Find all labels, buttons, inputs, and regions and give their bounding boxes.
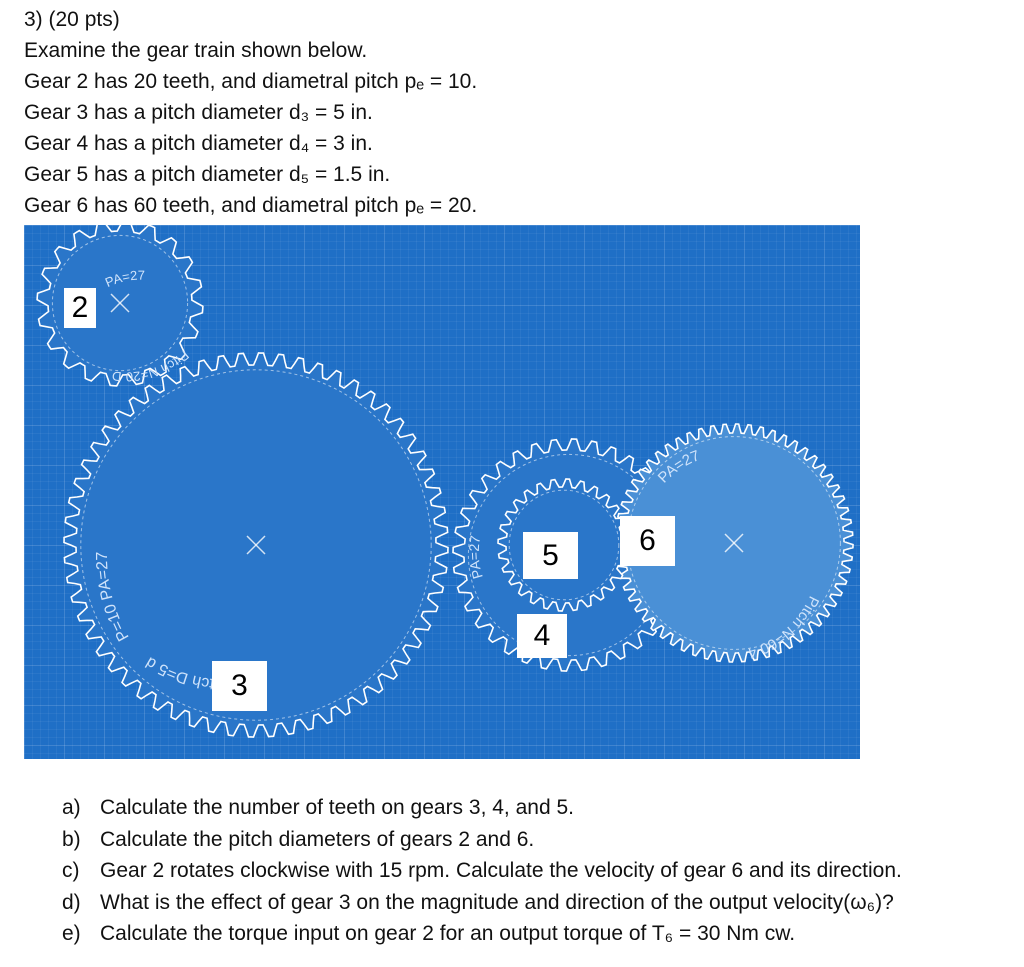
- gear-2: [36, 225, 204, 387]
- gear-3: [63, 352, 449, 738]
- problem-line: Gear 6 has 60 teeth, and diametral pitch…: [24, 194, 478, 217]
- problem-statement: 3) (20 pts) Examine the gear train shown…: [24, 4, 477, 221]
- problem-line: Examine the gear train shown below.: [24, 39, 368, 62]
- gear-train-figure: PA=27 Pitch N=20 D P=10 PA=27 Pitch D=5 …: [24, 225, 860, 759]
- question-item: d)What is the effect of gear 3 on the ma…: [62, 890, 894, 914]
- gear-3-label: 3: [212, 661, 267, 711]
- gear4-pressure-angle-text: PA=27: [466, 534, 486, 581]
- problem-line: Gear 2 has 20 teeth, and diametral pitch…: [24, 70, 478, 93]
- gear-5-label: 5: [523, 532, 578, 579]
- question-list: a)Calculate the number of teeth on gears…: [62, 792, 902, 950]
- problem-line: Gear 4 has a pitch diameter d₄ = 3 in.: [24, 132, 373, 155]
- gear-6-label: 6: [620, 516, 675, 566]
- gear-train-drawing: PA=27 Pitch N=20 D P=10 PA=27 Pitch D=5 …: [36, 225, 854, 738]
- problem-header: 3) (20 pts): [24, 8, 120, 31]
- question-item: a)Calculate the number of teeth on gears…: [62, 796, 574, 819]
- gear-2-label: 2: [64, 288, 96, 328]
- problem-line: Gear 3 has a pitch diameter d₃ = 5 in.: [24, 101, 373, 124]
- gear-4-label: 4: [517, 614, 567, 658]
- question-item: e)Calculate the torque input on gear 2 f…: [62, 922, 796, 945]
- problem-line: Gear 5 has a pitch diameter d₅ = 1.5 in.: [24, 163, 391, 186]
- question-item: c)Gear 2 rotates clockwise with 15 rpm. …: [62, 859, 902, 882]
- question-item: b)Calculate the pitch diameters of gears…: [62, 827, 535, 851]
